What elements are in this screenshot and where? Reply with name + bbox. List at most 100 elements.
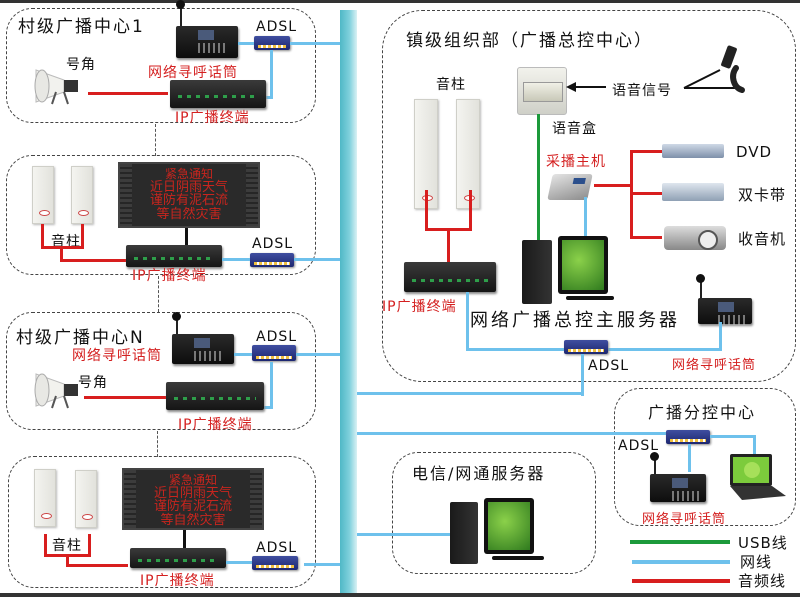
audio-cable [66, 554, 69, 566]
top-border [0, 0, 800, 3]
led-display: 紧急通知 近日阴雨天气 谨防有泥石流 等自然灾害 [118, 162, 260, 228]
audio-cable [630, 150, 662, 153]
display-stand [185, 228, 188, 246]
dvd-player-icon [662, 144, 724, 158]
audio-cable [447, 228, 450, 262]
terminal-label: IP广播终端 [175, 110, 250, 126]
village-center-n-frame [6, 312, 316, 430]
terminal-label: IP广播终端 [140, 573, 215, 589]
network-cable [304, 563, 340, 566]
laptop-icon [730, 454, 786, 500]
connector-line [155, 124, 156, 156]
adsl-modem-icon [250, 253, 294, 267]
network-cable [581, 354, 584, 396]
usb-cable [537, 114, 540, 240]
network-cable [264, 406, 273, 409]
source-label: 双卡带 [738, 186, 787, 204]
adsl-modem-icon [254, 36, 290, 50]
network-cable [710, 435, 756, 438]
legend-audio-swatch [632, 579, 730, 583]
paging-mic-icon [650, 474, 706, 502]
microphone-icon [650, 452, 659, 482]
led-display: 紧急通知 近日阴雨天气 谨防有泥石流 等自然灾害 [122, 468, 264, 530]
keyboard-icon [492, 556, 544, 560]
connector-line [158, 276, 159, 312]
voice-box-icon [517, 67, 567, 115]
audio-cable [44, 534, 47, 556]
village-led-center-1-frame [6, 155, 316, 275]
capture-host-label: 采播主机 [546, 154, 606, 170]
audio-cable [84, 396, 166, 399]
network-cable [234, 353, 252, 356]
adsl-modem-icon [666, 430, 710, 444]
network-cable [357, 533, 450, 536]
bottom-border [0, 593, 800, 597]
adsl-label: ADSL [256, 19, 298, 35]
network-cable [264, 96, 273, 99]
terminal-label: IP广播终端 [132, 268, 207, 284]
led-line: 近日阴雨天气 [149, 179, 228, 195]
keyboard-icon [566, 296, 614, 300]
led-line: 等自然灾害 [160, 512, 226, 528]
server-monitor-icon [484, 498, 534, 554]
town-center-title: 镇级组织部（广播总控中心） [406, 31, 653, 51]
audio-cable [88, 534, 91, 556]
adsl-modem-icon [252, 345, 296, 361]
display-stand [183, 530, 186, 550]
village-center-1-frame [6, 8, 316, 123]
pager-label: 网络寻呼话筒 [642, 512, 727, 527]
audio-cable [469, 190, 472, 230]
legend-network-swatch [632, 560, 730, 564]
paging-mic-icon [172, 334, 234, 364]
audio-cable [594, 184, 630, 187]
adsl-label: ADSL [588, 358, 630, 374]
terminal-label: IP广播终端 [382, 299, 457, 315]
village-center-1-title: 村级广播中心1 [18, 17, 145, 37]
network-cable [222, 258, 250, 261]
ip-terminal-icon [166, 382, 264, 410]
network-backbone [340, 10, 357, 593]
paging-mic-icon [176, 26, 238, 58]
microphone-icon [176, 0, 185, 30]
server-label: 网络广播总控主服务器 [470, 310, 680, 331]
adsl-label: ADSL [256, 329, 298, 345]
horn-speaker-icon [34, 373, 78, 409]
town-center-frame [382, 10, 796, 382]
adsl-modem-icon [252, 556, 298, 570]
village-led-center-2-frame [8, 456, 316, 588]
horn-label: 号角 [78, 375, 108, 391]
network-cable [584, 197, 587, 243]
connector-line [157, 431, 158, 457]
arrow-left-icon [566, 82, 606, 92]
legend-usb-swatch [630, 540, 730, 544]
microphone-icon [172, 312, 181, 342]
network-cable [238, 42, 254, 45]
network-cable [270, 362, 273, 408]
network-cable [608, 348, 722, 351]
tape-deck-icon [662, 183, 724, 201]
server-monitor-icon [558, 236, 608, 294]
column-speaker-icon [75, 470, 97, 528]
voice-box-label: 语音盒 [552, 121, 597, 137]
audio-cable [88, 92, 168, 95]
network-cable [270, 50, 273, 98]
led-line: 等自然灾害 [156, 206, 222, 222]
server-tower-icon [522, 240, 552, 304]
network-cable [466, 292, 469, 350]
audio-cable [425, 190, 428, 230]
column-speaker-label: 音柱 [52, 538, 82, 554]
branch-center-title: 广播分控中心 [648, 403, 757, 422]
ip-terminal-icon [130, 548, 226, 568]
network-cable [688, 444, 691, 472]
pager-label: 网络寻呼话筒 [672, 358, 757, 373]
column-speaker-icon [414, 99, 438, 209]
network-cable [357, 392, 584, 395]
audio-cable [81, 224, 84, 248]
column-speaker-icon [456, 99, 480, 209]
audio-cable [41, 224, 44, 248]
led-line: 谨防有泥石流 [149, 193, 228, 209]
telecom-server-title: 电信/网通服务器 [412, 464, 546, 483]
network-cable [753, 435, 756, 459]
ip-terminal-icon [126, 245, 222, 267]
source-label: DVD [736, 143, 773, 161]
